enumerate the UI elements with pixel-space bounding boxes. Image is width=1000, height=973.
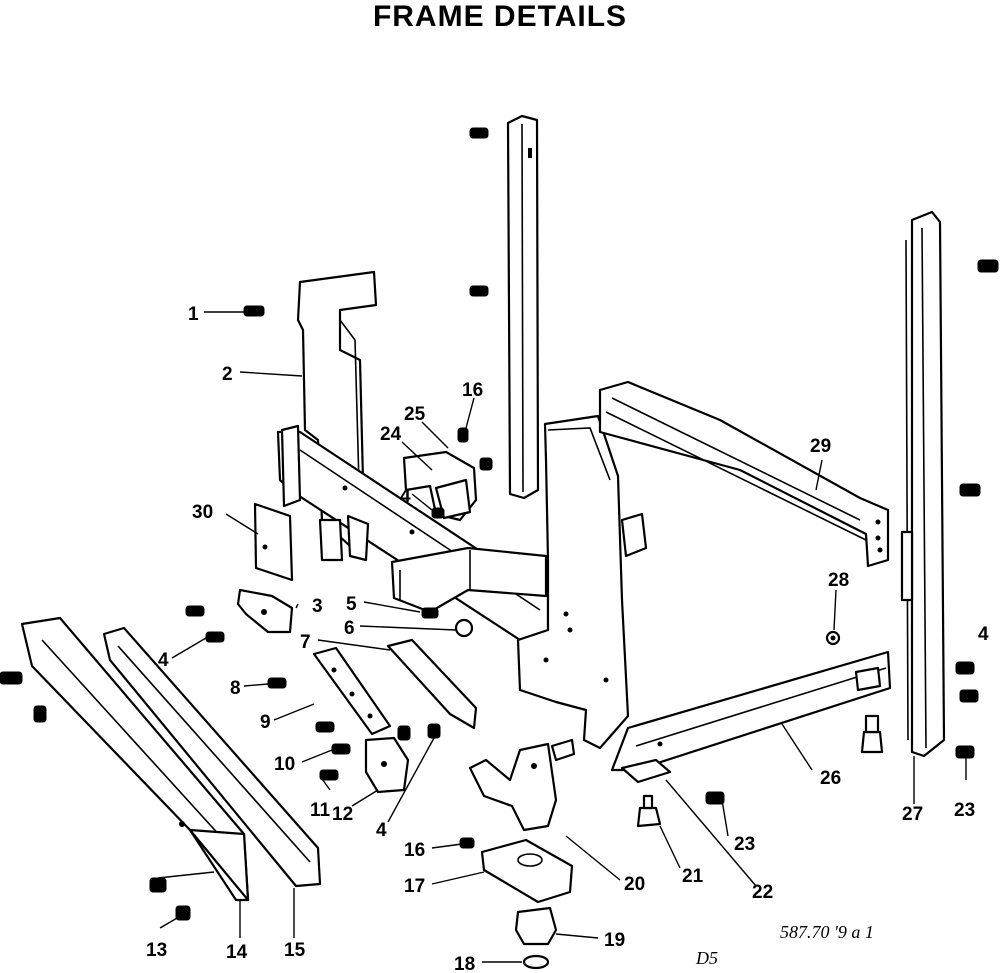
callout-3: 3	[312, 596, 323, 617]
footnote-code: 587.70 '9 a 1	[780, 922, 874, 942]
callout-7: 7	[300, 632, 311, 653]
part-21-foot	[636, 794, 662, 828]
callout-6: 6	[344, 618, 355, 639]
part-30-plate	[253, 502, 294, 582]
callout-4b: 4	[400, 486, 411, 507]
callout-23a: 23	[734, 834, 755, 855]
callout-24: 24	[380, 424, 402, 445]
callout-8: 8	[230, 678, 241, 699]
frame-center-post	[506, 114, 540, 500]
callout-15: 15	[284, 940, 306, 961]
callout-14: 14	[226, 942, 248, 963]
part-28-nut	[825, 630, 841, 646]
callout-19: 19	[604, 930, 625, 951]
leveling-foot	[860, 714, 884, 754]
callout-9: 9	[260, 712, 271, 733]
callout-18: 18	[454, 954, 475, 973]
page-title: FRAME DETAILS	[372, 0, 628, 33]
part-19-foot	[514, 906, 558, 946]
callout-4a: 4	[158, 650, 169, 671]
callout-10: 10	[274, 754, 295, 775]
frame-top-rail	[598, 380, 890, 568]
frame-right-side	[516, 414, 648, 750]
callout-5: 5	[346, 594, 357, 615]
callout-11: 11	[310, 800, 331, 821]
callout-23b: 23	[954, 800, 975, 821]
part-20-hinge	[468, 738, 576, 832]
callout-labels: 1 2 3 4 4 4 4 5 6 7 8 9 10 11 12 13 14 1…	[146, 304, 989, 973]
leader-lines	[157, 311, 967, 963]
callout-27: 27	[902, 804, 923, 825]
callout-16a: 16	[462, 380, 483, 401]
callout-25: 25	[404, 404, 426, 425]
callout-16b: 16	[404, 840, 425, 861]
screws	[0, 127, 999, 921]
callout-30: 30	[192, 502, 213, 523]
part-12-latch	[364, 736, 410, 794]
callout-28: 28	[828, 570, 849, 591]
callout-29: 29	[810, 436, 831, 457]
part-17-plate	[480, 838, 574, 904]
part-24-brace	[402, 450, 478, 522]
frame-right-upright	[900, 210, 946, 758]
callout-20: 20	[624, 874, 645, 895]
callout-17: 17	[404, 876, 425, 897]
frame-bottom-rail-right	[610, 650, 892, 772]
callout-13: 13	[146, 940, 167, 961]
callout-4c: 4	[376, 820, 387, 841]
frame-left-bottom-rails	[20, 616, 322, 902]
callout-21: 21	[682, 866, 704, 887]
part-7-bracket	[386, 638, 478, 730]
frame-lower-channel	[390, 546, 548, 614]
part-22-clip	[620, 758, 672, 784]
callout-22: 22	[752, 882, 773, 903]
callout-2: 2	[222, 364, 233, 385]
callout-4d: 4	[978, 624, 989, 645]
page-code: D5	[695, 948, 718, 968]
callout-1: 1	[188, 304, 199, 325]
callout-26: 26	[820, 768, 841, 789]
callout-12: 12	[332, 804, 353, 825]
part-3-bracket	[236, 588, 294, 634]
part-9-plate	[312, 646, 392, 736]
part-18-washer	[522, 954, 550, 970]
